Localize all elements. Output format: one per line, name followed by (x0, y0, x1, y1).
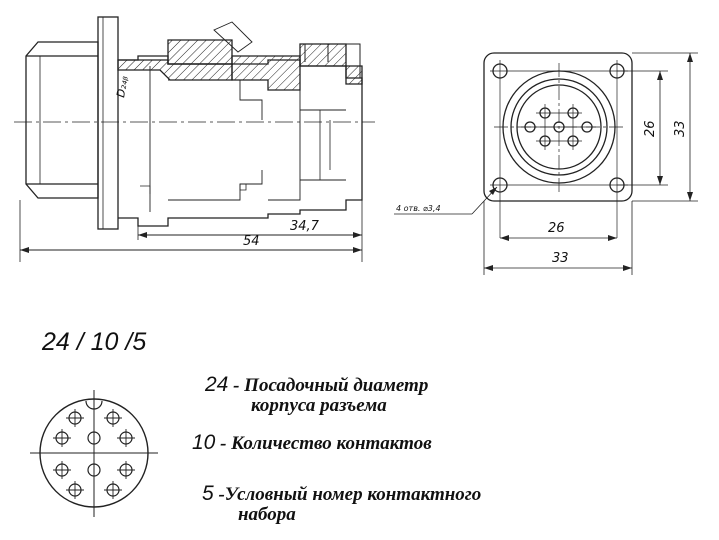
legend-num: 10 (192, 431, 216, 454)
dim-diameter: D₂₄ᵦ (114, 74, 131, 98)
legend-item-24: 24 - Посадочный диаметр корпуса разъема (205, 373, 429, 416)
dim-length-inner: 34,7 (290, 219, 320, 234)
legend-item-10: 10 - Количество контактов (192, 431, 432, 454)
dim-flange-height: 33 (673, 120, 688, 137)
legend-text-cont: набора (238, 504, 296, 525)
legend-text: - Количество контактов (220, 433, 432, 454)
side-view (14, 16, 375, 262)
dim-length-total: 54 (243, 234, 260, 249)
contact-layout-diagram (30, 390, 158, 517)
legend-num: 24 (205, 373, 229, 396)
dim-hole-spacing-v: 26 (643, 120, 658, 137)
holes-note: 4 отв. ⌀3,4 (396, 204, 441, 213)
legend-text-cont: корпуса разъема (251, 395, 387, 416)
legend-item-5: 5 -Условный номер контактного набора (202, 482, 482, 525)
code-label: 24 / 10 /5 (42, 328, 147, 356)
legend-text: -Условный номер контактного (218, 484, 482, 505)
legend-num: 5 (202, 482, 214, 505)
front-view (394, 52, 698, 275)
legend-text: - Посадочный диаметр (233, 375, 429, 396)
dim-flange-width: 33 (552, 251, 569, 266)
dim-hole-spacing-h: 26 (548, 221, 565, 236)
